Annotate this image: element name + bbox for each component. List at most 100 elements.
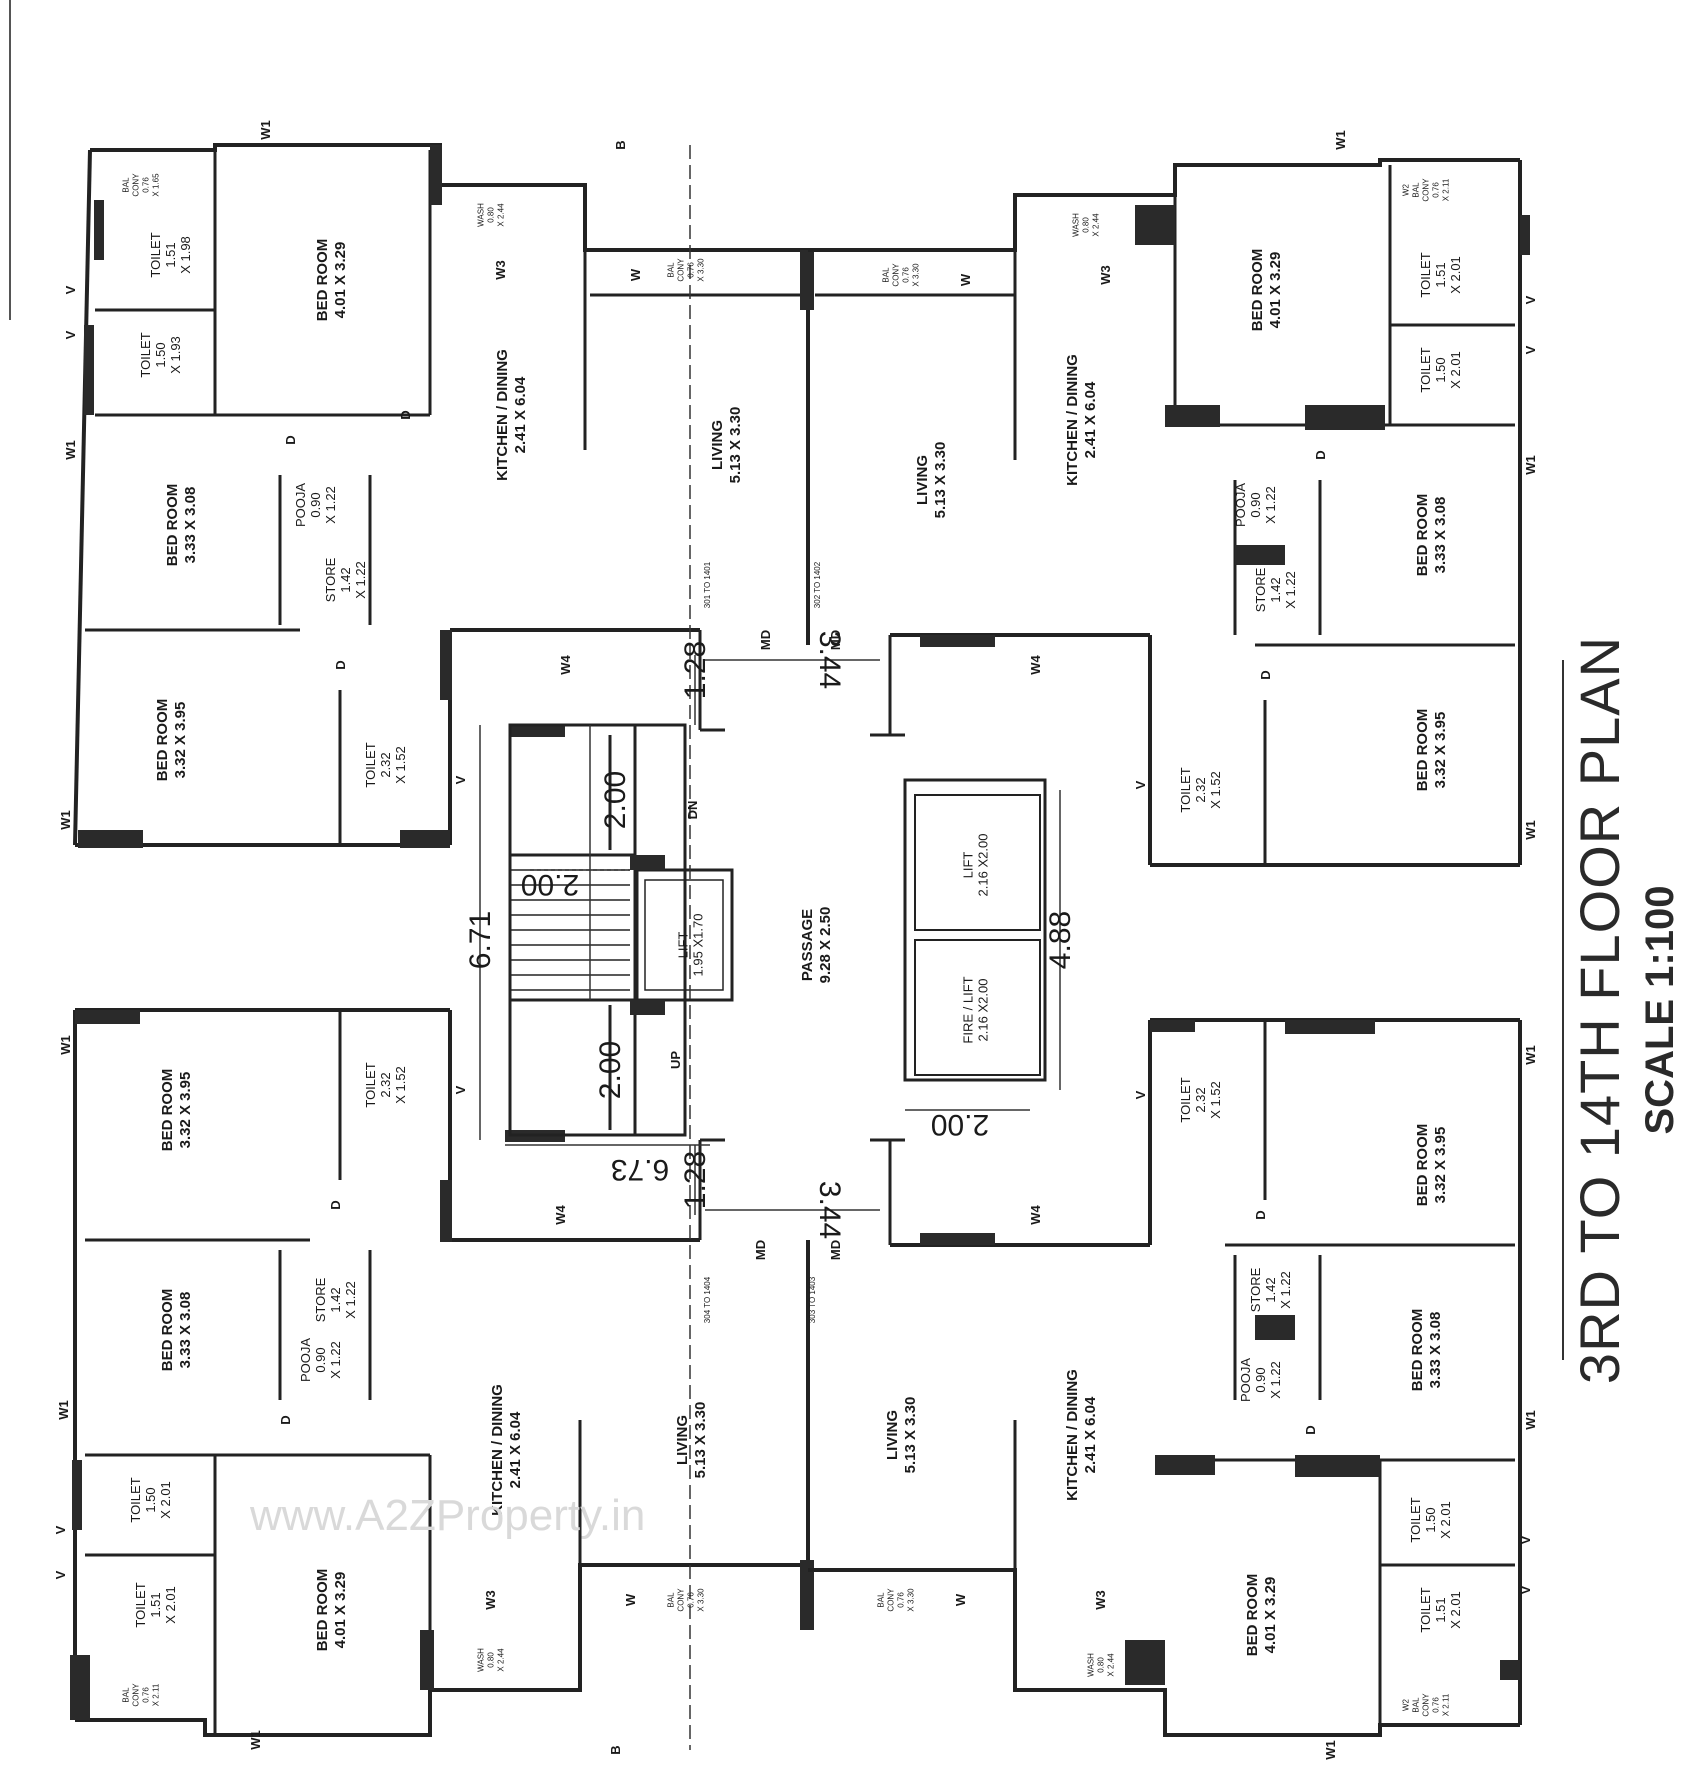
mark-v-1: V bbox=[63, 285, 78, 294]
room-label-line: 0.76 bbox=[896, 1592, 905, 1608]
mark-d-3: D bbox=[333, 660, 348, 669]
room-label-line: 5.13 X 3.30 bbox=[902, 1397, 919, 1474]
room-label-line: BAL bbox=[1411, 182, 1420, 198]
room-label-line: X 2.11 bbox=[1441, 1693, 1450, 1716]
room-label-line: 1.42 bbox=[328, 1287, 343, 1312]
room-label-line: 3.33 X 3.08 bbox=[1432, 497, 1449, 574]
room-label-line: CONY bbox=[131, 173, 140, 197]
mark-d-1: D bbox=[283, 435, 298, 444]
room-label-line: 4.01 X 3.29 bbox=[1262, 1577, 1279, 1654]
room-label-line: W2 bbox=[1401, 1698, 1410, 1711]
mark-b-top: B bbox=[613, 140, 628, 149]
room-label-line: X 2.11 bbox=[1441, 178, 1450, 201]
room-label-line: WASH bbox=[476, 1648, 485, 1672]
dim-4-88: 4.88 bbox=[1044, 911, 1077, 969]
room-label-line: 0.90 bbox=[1253, 1367, 1268, 1392]
dim-1-28-b: 1.28 bbox=[679, 1151, 712, 1209]
room-label-line: 5.13 X 3.30 bbox=[692, 1402, 709, 1479]
mark-d-2: D bbox=[398, 410, 413, 419]
title-block: 3RD TO 14TH FLOOR PLAN SCALE 1:100 bbox=[1560, 620, 1689, 1400]
room-label-line: 0.76 bbox=[1431, 1697, 1440, 1713]
room-label-line: 2.41 X 6.04 bbox=[1082, 1396, 1099, 1473]
room-label-line: 0.90 bbox=[313, 1347, 328, 1372]
room-label-line: X 2.44 bbox=[496, 203, 505, 227]
mark-d-4: D bbox=[1313, 450, 1328, 459]
room-label-line: X 2.44 bbox=[496, 1648, 505, 1672]
room-label-line: X 3.30 bbox=[906, 1588, 915, 1612]
room-label-line: 0.90 bbox=[1248, 492, 1263, 517]
room-label-line: TOILET bbox=[138, 332, 153, 377]
mark-w3-1: W3 bbox=[493, 260, 508, 280]
room-label-line: X 2.01 bbox=[1448, 1591, 1463, 1629]
room-label-line: 0.80 bbox=[486, 1652, 495, 1668]
dimension-lines bbox=[479, 145, 1061, 1750]
mark-w3-2: W3 bbox=[1098, 265, 1113, 285]
room-label-line: X 2.01 bbox=[163, 1586, 178, 1624]
mark-w1-6: W1 bbox=[1523, 820, 1538, 840]
mark-w1-11: W1 bbox=[1523, 1410, 1538, 1430]
room-label-line: X 2.01 bbox=[1448, 351, 1463, 389]
room-label-line: 5.13 X 3.30 bbox=[932, 442, 949, 519]
room-label-line: 1.50 bbox=[143, 1487, 158, 1512]
room-label-line: KITCHEN / DINING bbox=[1064, 1369, 1081, 1501]
mark-d-9: D bbox=[1303, 1425, 1318, 1434]
flat-top-right bbox=[808, 158, 1522, 867]
room-label-line: STORE bbox=[323, 557, 338, 602]
room-label-line: X 1.65 bbox=[151, 173, 160, 197]
room-label-line: X 1.52 bbox=[393, 1066, 408, 1104]
room-label-line: 9.28 X 2.50 bbox=[817, 907, 834, 984]
dim-2-00-a: 2.00 bbox=[599, 771, 632, 829]
room-label-line: TOILET bbox=[363, 742, 378, 787]
room-label-line: LIVING bbox=[914, 455, 931, 505]
room-label-line: 2.16 X2.00 bbox=[976, 834, 991, 897]
dim-2-00-b: 2.00 bbox=[521, 868, 579, 901]
room-label-line: 2.41 X 6.04 bbox=[512, 376, 529, 453]
mark-w4-4: W4 bbox=[1028, 1204, 1043, 1224]
mark-v-8: V bbox=[53, 1525, 68, 1534]
room-label-line: 1.51 bbox=[148, 1592, 163, 1617]
dim-3-44-a: 3.44 bbox=[813, 631, 846, 689]
room-label-line: 3.32 X 3.95 bbox=[1432, 1127, 1449, 1204]
mark-w1-5: W1 bbox=[1523, 455, 1538, 475]
room-label-line: TOILET bbox=[128, 1477, 143, 1522]
flat-302-note: 302 TO 1402 bbox=[813, 561, 822, 608]
room-label-line: LIVING bbox=[709, 420, 726, 470]
flat-303-note: 303 TO 1403 bbox=[808, 1276, 817, 1323]
room-label-line: 1.50 bbox=[1423, 1507, 1438, 1532]
flat-area-notes: 301 TO 1401 302 TO 1402 304 TO 1404 303 … bbox=[703, 561, 822, 1323]
mark-d-8: D bbox=[1253, 1210, 1268, 1219]
room-label-line: X 3.30 bbox=[696, 1588, 705, 1612]
room-label-line: TOILET bbox=[148, 232, 163, 277]
room-label-line: 1.51 bbox=[163, 242, 178, 267]
room-label-line: BED ROOM bbox=[1414, 1124, 1431, 1207]
room-label-line: X 1.22 bbox=[1268, 1361, 1283, 1399]
room-label-line: BAL bbox=[666, 262, 675, 278]
room-label-line: WASH bbox=[1086, 1653, 1095, 1677]
room-label-line: 1.95 X1.70 bbox=[691, 914, 706, 977]
mark-v-6: V bbox=[1133, 780, 1148, 789]
room-label-line: X 3.30 bbox=[911, 263, 920, 287]
room-label-line: 3.33 X 3.08 bbox=[182, 487, 199, 564]
dim-6-71: 6.71 bbox=[464, 911, 497, 969]
mark-w4-2: W4 bbox=[1028, 654, 1043, 674]
